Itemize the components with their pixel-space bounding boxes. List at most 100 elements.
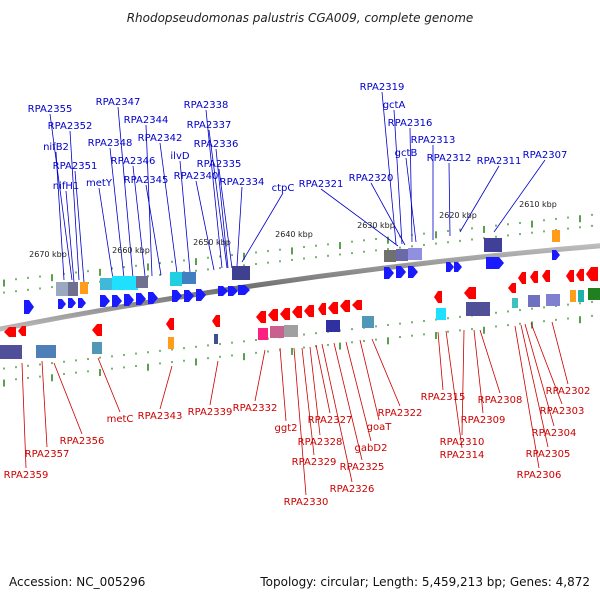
gene-block [588,288,600,300]
reverse-gene-arrow [292,306,302,318]
label-leader-line [109,147,125,279]
gene-label: RPA2338 [184,100,229,111]
gene-label: RPA2319 [360,82,405,93]
reverse-gene-arrow [352,300,362,310]
gene-label: RPA2345 [124,175,169,186]
label-leader-line [370,182,406,246]
kbp-tick-label: 2640 kbp [275,230,313,239]
label-leader-lines [21,91,569,496]
label-leader-line [479,329,501,394]
gene-label: RPA2306 [517,470,562,481]
gene-block [552,230,560,242]
label-leader-line [371,338,401,407]
gene-label: RPA2326 [330,484,375,495]
gene-label: RPA2307 [523,150,568,161]
gene-label: RPA2320 [349,173,394,184]
gene-label: RPA2322 [378,408,423,419]
reverse-gene-arrow [318,303,326,315]
reverse-gene-arrow [212,315,220,327]
label-leader-line [409,127,413,243]
gene-label: RPA2315 [421,392,466,403]
forward-gene-arrow [24,300,34,314]
gene-block [258,328,268,340]
gene-label: RPA2357 [25,449,70,460]
gene-label: RPA2305 [526,449,571,460]
forward-gene-arrow [148,292,158,304]
label-leader-line [69,130,80,281]
reverse-gene-arrow [566,270,574,282]
label-leader-line [514,325,540,469]
gene-label: RPA2327 [308,415,353,426]
gene-label: gctB [395,148,418,159]
label-leader-line [293,347,307,496]
reverse-gene-arrow [4,327,16,337]
forward-gene-arrow [100,295,110,307]
gene-block [466,302,490,316]
gene-label: RPA2329 [292,457,337,468]
gene-label: RPA2340 [174,171,219,182]
reverse-gene-arrow [256,311,266,323]
gene-block [408,248,422,260]
reverse-gene-arrow [18,326,26,336]
reverse-gene-arrow [464,287,476,299]
gene-label: metY [86,178,113,189]
reverse-gene-arrow [92,324,102,336]
reverse-gene-arrow [328,302,338,314]
label-leader-line [195,180,215,271]
label-leader-line [493,159,546,233]
label-leader-line [359,339,380,421]
gene-block [0,345,22,359]
label-leader-line [345,341,372,442]
label-leader-line [117,106,134,279]
gene-label: RPA2304 [532,428,577,439]
reverse-gene-arrow [586,267,598,281]
gene-label: RPA2321 [299,179,344,190]
label-leader-line [159,365,173,410]
gene-label: RPA2314 [440,450,485,461]
label-leader-line [320,188,399,247]
reverse-gene-arrow [304,305,314,317]
gene-label: RPA2313 [411,135,456,146]
gene-block [80,282,88,294]
gene-label: ggt2 [275,423,298,434]
gene-block [326,320,340,332]
forward-gene-arrow [136,293,146,305]
reverse-gene-arrow [166,318,174,330]
gene-block [384,250,396,262]
reverse-gene-arrow [434,291,442,303]
gene-block [112,276,138,290]
gene-features [0,230,600,359]
label-leader-line [97,357,121,413]
gene-block [68,282,78,296]
gene-label: RPA2359 [4,470,49,481]
gene-label: RPA2344 [124,115,169,126]
kbp-tick-label: 2660 kbp [112,246,150,255]
label-leader-line [437,331,444,391]
gene-block [396,249,408,261]
gene-label: RPA2337 [187,120,232,131]
label-leader-line [49,113,73,281]
gene-label: ctpC [272,183,295,194]
gene-block [214,334,218,344]
gene-label: RPA2330 [284,497,329,508]
forward-gene-arrow [112,295,122,307]
label-leader-line [145,124,153,277]
gene-block [578,290,584,302]
gene-label: RPA2328 [298,437,343,448]
gene-block [270,326,284,338]
label-leader-line [241,192,284,263]
label-leader-line [179,160,191,273]
gene-label: RPA2332 [233,403,278,414]
gene-block [168,337,174,349]
label-leader-line [205,109,223,269]
label-leader-line [53,362,83,435]
label-leader-line [381,91,397,245]
forward-gene-arrow [58,299,66,309]
gene-block [232,266,250,280]
label-leader-line [405,157,417,243]
gene-block [528,295,540,307]
gene-block [170,272,182,286]
label-leader-line [132,165,146,277]
gene-label: RPA2312 [427,153,472,164]
label-leader-line [218,168,233,269]
